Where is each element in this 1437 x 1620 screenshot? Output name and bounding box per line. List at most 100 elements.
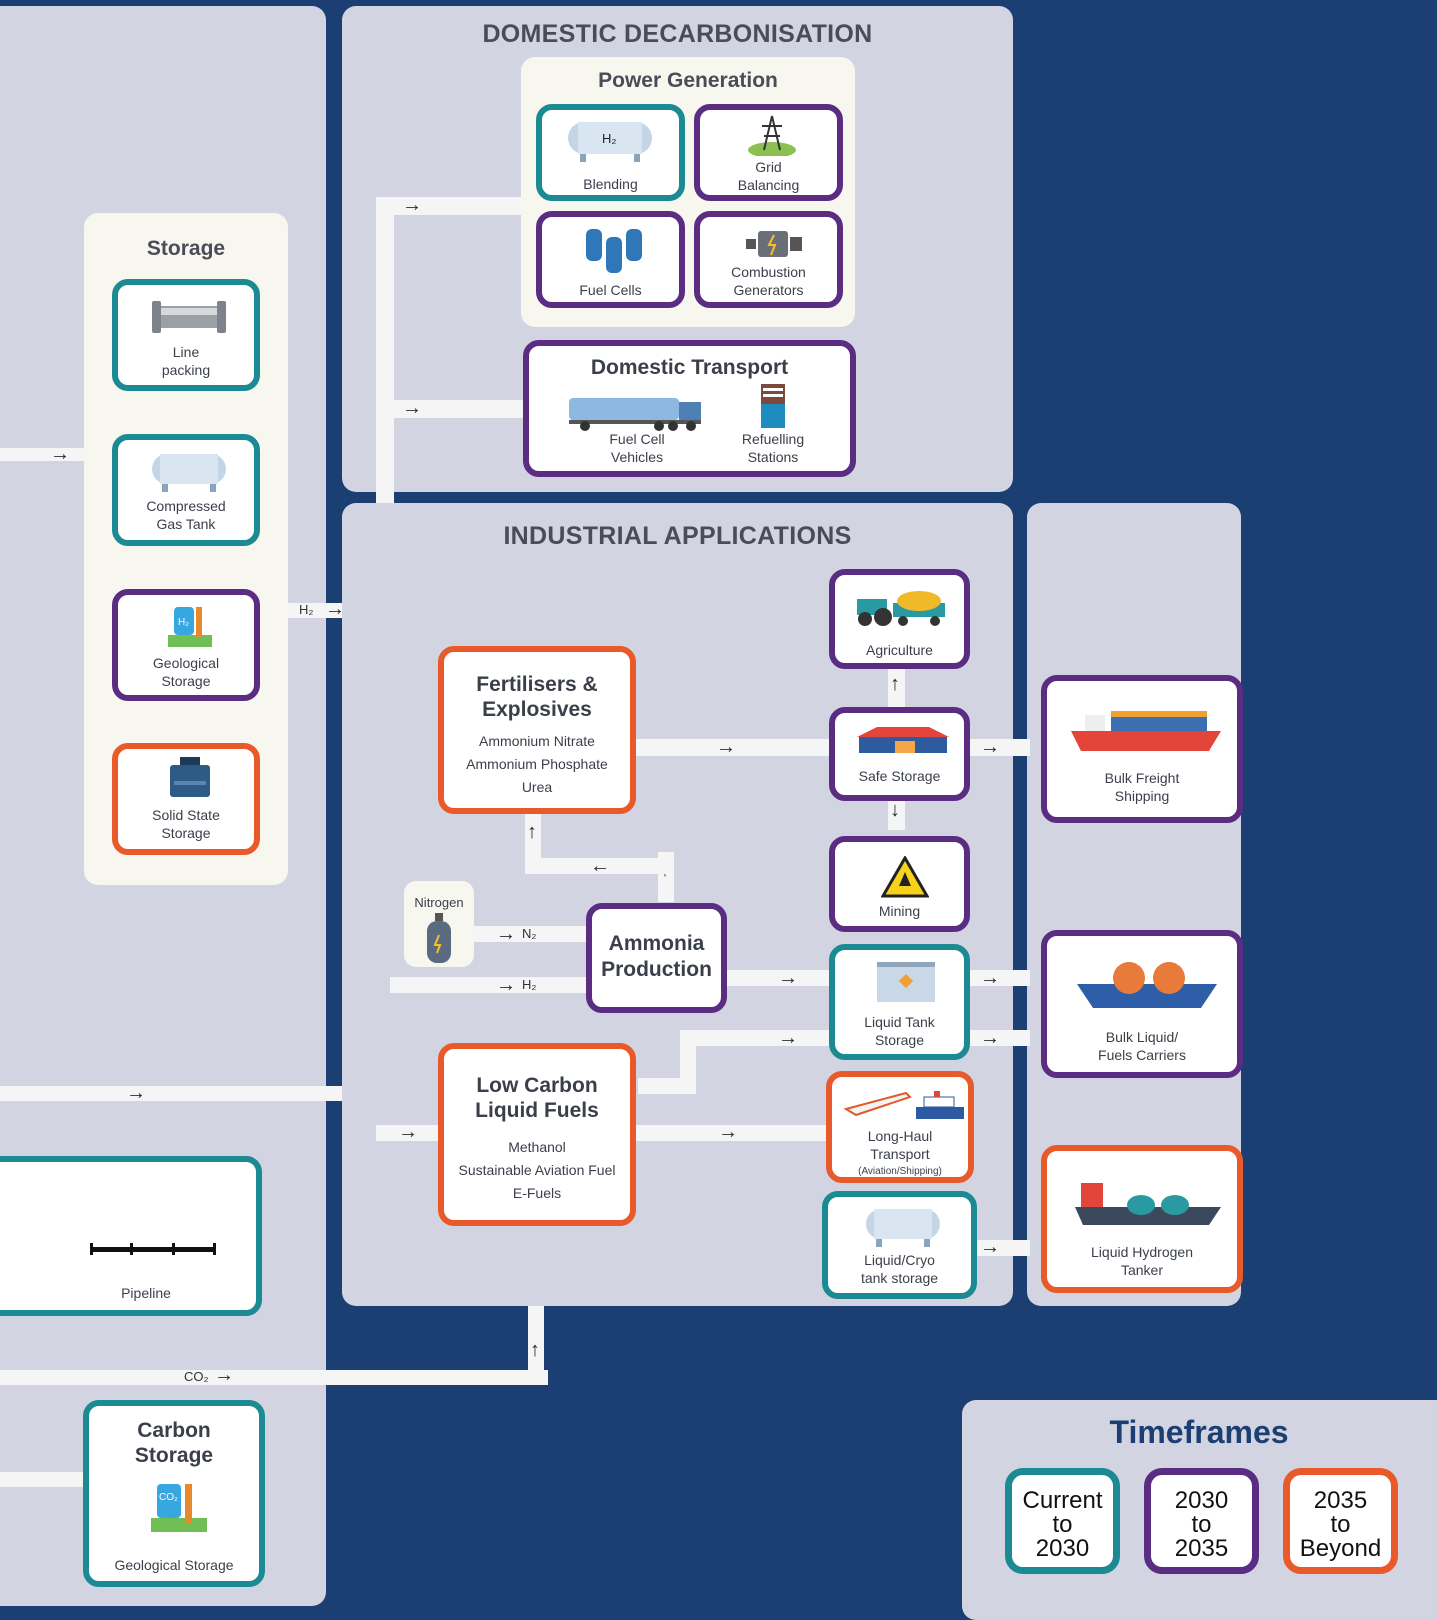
tf-line: 2035 <box>1174 1535 1229 1562</box>
flow-lc-fuels-in <box>0 1086 366 1101</box>
line-packing-card[interactable]: Line packing <box>112 279 260 391</box>
liquid-cryo-storage-card[interactable]: Liquid/Cryo tank storage <box>822 1191 977 1299</box>
mining-label: Mining <box>878 903 921 919</box>
tf-line: to <box>1191 1511 1212 1538</box>
arrow-right: → <box>214 1364 234 1386</box>
tf-line: 2035 <box>1313 1487 1368 1514</box>
solid-state-label: Solid State <box>152 807 220 823</box>
fuel-cells-card[interactable]: Fuel Cells <box>536 211 685 308</box>
long-haul-label-2: Transport <box>870 1146 930 1162</box>
compressed-gas-tank-card[interactable]: Compressed Gas Tank <box>112 434 260 546</box>
solid-state-storage-card[interactable]: Solid State Storage <box>112 743 260 855</box>
safe-storage-card[interactable]: Safe Storage <box>829 707 970 801</box>
plane-ship-icon <box>844 1091 964 1119</box>
flow-into-storage <box>0 448 84 461</box>
liquid-tank-storage-card[interactable]: Liquid Tank Storage <box>829 944 970 1060</box>
carbon-storage-card[interactable]: Carbon Storage CO₂ Geological Storage <box>83 1400 265 1587</box>
safe-storage-label: Safe Storage <box>858 768 941 784</box>
container-ship-icon <box>1071 711 1221 751</box>
liquid-tank-icon <box>877 962 935 1002</box>
bulk-freight-label: Bulk Freight <box>1104 770 1180 786</box>
generator-icon <box>746 231 802 257</box>
n2-flow-label: N₂ <box>522 926 537 941</box>
arrow-right: → <box>402 194 422 216</box>
liquid-tank-label-2: Storage <box>874 1032 925 1048</box>
grid-label-2: Balancing <box>737 177 800 193</box>
arrow-right: → <box>496 974 516 996</box>
domestic-transport-title: Domestic Transport <box>590 356 789 379</box>
co2-icon-text: CO₂ <box>159 1492 178 1503</box>
ammonia-title-2: Production <box>601 958 712 981</box>
bulk-liquid-carriers-card[interactable]: Bulk Liquid/ Fuels Carriers <box>1041 930 1243 1078</box>
flow-to-transport <box>376 400 524 418</box>
h2-tank-icon: H₂ <box>568 122 652 162</box>
flow-ammonia-left <box>525 858 674 874</box>
geological-storage-card[interactable]: H₂ Geological Storage <box>112 589 260 701</box>
arrow-right: → <box>402 397 422 419</box>
truck-icon <box>569 398 701 431</box>
lh2-tanker-label: Liquid Hydrogen <box>1091 1244 1193 1260</box>
h2-flow-label: H₂ <box>299 602 314 617</box>
tf-line: 2030 <box>1035 1535 1090 1562</box>
agriculture-card[interactable]: Agriculture <box>829 569 970 669</box>
agriculture-label: Agriculture <box>866 642 933 658</box>
arrow-right: → <box>50 443 70 465</box>
refuelling-station-icon <box>761 384 785 428</box>
mining-card[interactable]: Mining <box>829 836 970 932</box>
blending-card[interactable]: H₂ Blending <box>536 104 685 201</box>
liquid-tank-label: Liquid Tank <box>864 1014 935 1030</box>
tf-line: to <box>1052 1511 1073 1538</box>
geological-storage-label-2: Storage <box>161 673 211 689</box>
flow-safe-to-agri <box>888 660 905 710</box>
domestic-transport-card[interactable]: Domestic Transport Fuel Cell Vehicles Re… <box>523 340 856 477</box>
arrow-right: → <box>980 736 1000 758</box>
bulk-freight-label-2: Shipping <box>1114 788 1170 804</box>
hydrogen-tanker-icon <box>1075 1183 1221 1225</box>
fertilisers-title: Fertilisers & <box>476 673 598 696</box>
arrow-up: ↑ <box>527 821 537 843</box>
solid-state-label-2: Storage <box>161 825 211 841</box>
ammonia-production-card[interactable]: Ammonia Production <box>586 903 727 1013</box>
flow-lc-to-longhaul <box>630 1125 830 1141</box>
arrow-right: → <box>778 1027 798 1049</box>
flow-co2 <box>0 1370 548 1385</box>
gas-tank-icon <box>152 454 226 492</box>
grid-balancing-card[interactable]: Grid Balancing <box>694 104 843 201</box>
low-carbon-item: Sustainable Aviation Fuel <box>458 1162 616 1178</box>
nitrogen-card[interactable]: Nitrogen <box>404 881 474 967</box>
fertilisers-card[interactable]: Fertilisers & Explosives Ammonium Nitrat… <box>438 646 636 814</box>
tractor-icon <box>857 591 945 626</box>
fuel-cells-icon <box>586 229 642 273</box>
low-carbon-title: Low Carbon <box>476 1074 598 1097</box>
flow-to-power <box>376 197 524 215</box>
pipeline-card[interactable]: Pipeline <box>0 1156 262 1316</box>
blending-label: Blending <box>583 176 638 192</box>
low-carbon-item: Methanol <box>508 1139 566 1155</box>
flow-h2-to-ammonia <box>390 977 586 993</box>
arrow-right: → <box>980 1027 1000 1049</box>
h2-icon-text: H₂ <box>602 131 616 146</box>
tf-line: to <box>1330 1511 1351 1538</box>
arrow-right: → <box>126 1082 146 1104</box>
long-haul-transport-card[interactable]: Long-Haul Transport (Aviation/Shipping) <box>826 1071 974 1183</box>
compressed-gas-label-2: Gas Tank <box>156 516 216 532</box>
co2-storage-icon: CO₂ <box>151 1484 207 1532</box>
flow-to-fert <box>525 808 541 874</box>
cryo-tank-icon <box>866 1209 940 1247</box>
long-haul-subtitle: (Aviation/Shipping) <box>858 1166 942 1177</box>
arrow-right: → <box>980 967 1000 989</box>
fertilisers-item: Ammonium Phosphate <box>466 756 608 772</box>
tf-line: Beyond <box>1299 1535 1382 1562</box>
bulk-freight-shipping-card[interactable]: Bulk Freight Shipping <box>1041 675 1243 823</box>
flow-lc-vertical <box>680 1030 696 1094</box>
arrow-right: → <box>398 1121 418 1143</box>
liquid-hydrogen-tanker-card[interactable]: Liquid Hydrogen Tanker <box>1041 1145 1243 1293</box>
carbon-storage-title: Carbon <box>137 1419 211 1442</box>
fertilisers-item: Urea <box>521 779 553 795</box>
flow-carbon-storage <box>0 1472 84 1487</box>
low-carbon-fuels-card[interactable]: Low Carbon Liquid Fuels Methanol Sustain… <box>438 1043 636 1226</box>
combustion-generators-card[interactable]: Combustion Generators <box>694 211 843 308</box>
long-haul-label: Long-Haul <box>867 1128 933 1144</box>
arrow-right: → <box>718 1121 738 1143</box>
arrow-down: ↓ <box>890 799 900 821</box>
